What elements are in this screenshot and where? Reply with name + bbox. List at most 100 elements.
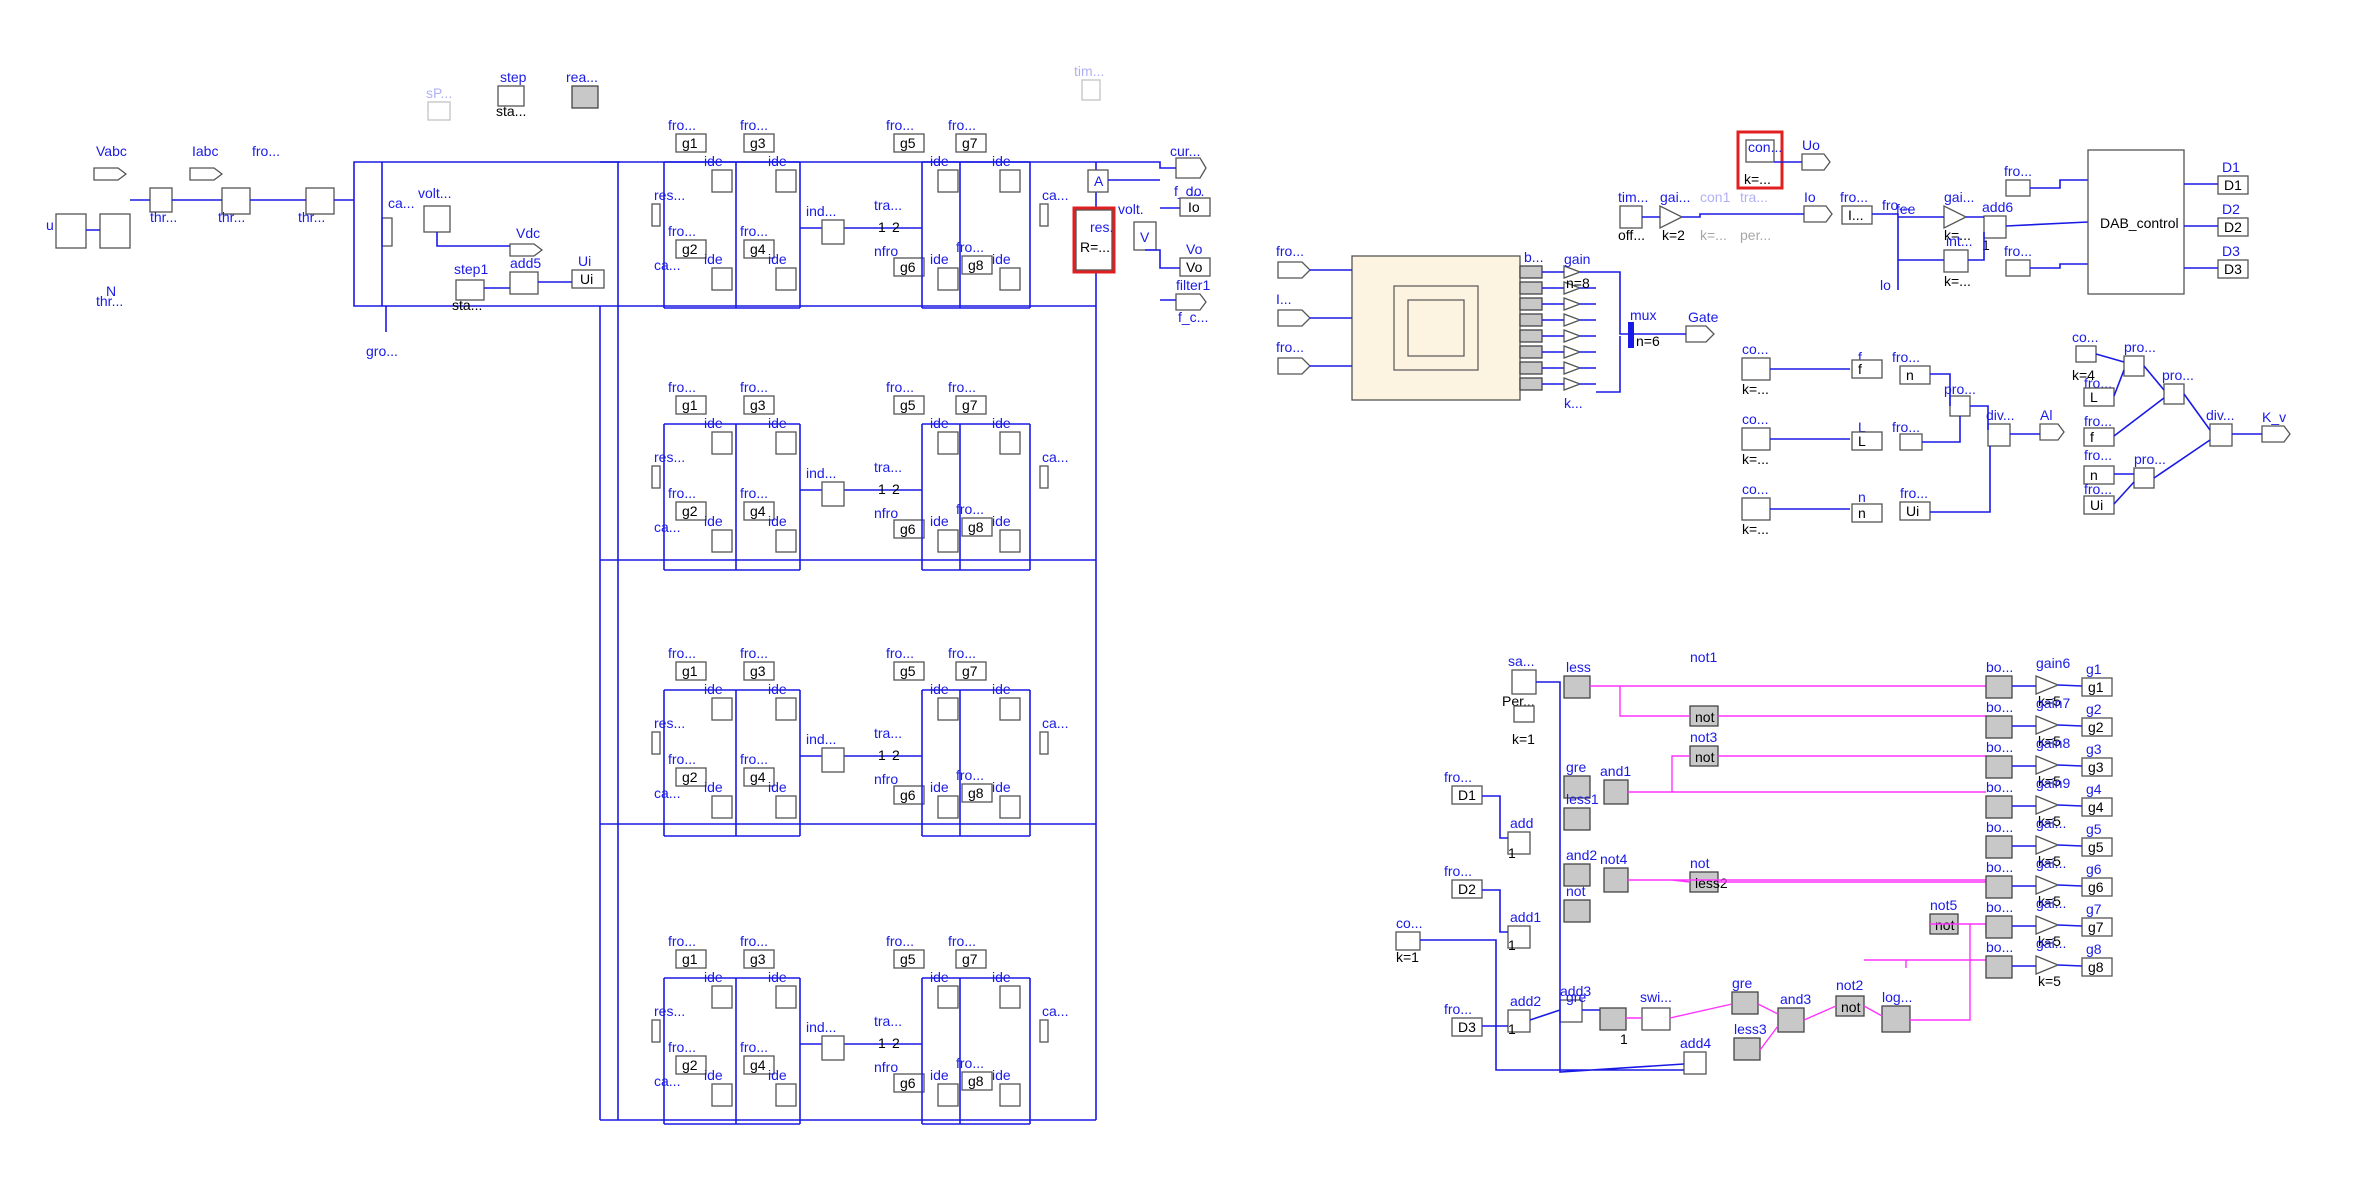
fpga-from-tag[interactable] — [1277, 357, 1311, 375]
f-from-2-box[interactable] — [2083, 427, 2115, 447]
ideal-switch-4[interactable] — [775, 529, 797, 553]
l-goto-box[interactable] — [1851, 431, 1883, 451]
g6-tag-box[interactable] — [893, 1073, 925, 1093]
time-block[interactable] — [1081, 79, 1101, 101]
bool-convert-3[interactable] — [1519, 297, 1543, 311]
bool-block-4[interactable] — [1985, 795, 2013, 819]
ideal-switch-4[interactable] — [775, 1083, 797, 1107]
bool-block-8[interactable] — [1985, 955, 2013, 979]
g4-tag-box[interactable] — [743, 1055, 775, 1075]
ideal-switch-5[interactable] — [937, 985, 959, 1009]
int-block[interactable] — [1943, 249, 1969, 273]
gre-block-3[interactable] — [1599, 1007, 1627, 1031]
const-block-small[interactable] — [1513, 705, 1535, 723]
output-cap[interactable] — [1039, 1019, 1049, 1043]
ideal-switch-3[interactable] — [711, 795, 733, 819]
n-const-block[interactable] — [1741, 497, 1771, 521]
from-block-2[interactable] — [2005, 259, 2031, 277]
ui-goto[interactable] — [571, 269, 605, 289]
ideal-switch-2[interactable] — [775, 169, 797, 193]
g7-tag-box[interactable] — [955, 661, 987, 681]
g8-tag-box[interactable] — [961, 783, 993, 803]
const-block[interactable] — [1745, 139, 1775, 163]
inductor-block[interactable] — [821, 1035, 845, 1061]
snubber-res[interactable] — [651, 731, 661, 755]
dc-capacitor[interactable] — [381, 217, 393, 247]
bool-block-7[interactable] — [1985, 915, 2013, 939]
vdc-sensor[interactable] — [423, 205, 451, 233]
ideal-switch-4[interactable] — [775, 795, 797, 819]
inductor-block[interactable] — [821, 219, 845, 245]
vdc-goto[interactable] — [509, 243, 544, 257]
ideal-switch-8[interactable] — [999, 795, 1021, 819]
gain-tri-4[interactable] — [1563, 313, 1582, 327]
const-k4[interactable] — [2075, 345, 2097, 363]
step-block[interactable] — [497, 85, 525, 107]
bool-convert-5[interactable] — [1519, 329, 1543, 343]
ideal-switch-3[interactable] — [711, 529, 733, 553]
vabc-goto[interactable] — [93, 167, 128, 181]
g5-tag-box[interactable] — [893, 661, 925, 681]
n-goto-box[interactable] — [1851, 503, 1883, 523]
ideal-switch-5[interactable] — [937, 697, 959, 721]
dab-control-block[interactable] — [2087, 149, 2185, 295]
divide-1[interactable] — [1987, 423, 2011, 447]
f-goto-box[interactable] — [1851, 359, 1883, 379]
bool-convert-6[interactable] — [1519, 345, 1543, 359]
ideal-switch-3[interactable] — [711, 267, 733, 291]
vo-goto[interactable] — [1179, 257, 1211, 277]
gain-block-2[interactable] — [2035, 715, 2060, 735]
cur-meter[interactable] — [1175, 157, 1207, 179]
bool-convert-8[interactable] — [1519, 377, 1543, 391]
gain-block-2[interactable] — [1943, 204, 1968, 230]
ideal-switch-7[interactable] — [937, 795, 959, 819]
g-goto-2-box[interactable] — [2081, 717, 2113, 737]
fpga-from-tag[interactable] — [1277, 261, 1311, 279]
g3-tag-box[interactable] — [743, 395, 775, 415]
gre-block-4[interactable] — [1731, 991, 1759, 1015]
g6-tag-box[interactable] — [893, 785, 925, 805]
ui-from-2-box[interactable] — [2083, 495, 2115, 515]
g-goto-8-box[interactable] — [2081, 957, 2113, 977]
ideal-switch-8[interactable] — [999, 529, 1021, 553]
fpga-subsystem-block[interactable] — [1351, 255, 1521, 401]
g7-tag-box[interactable] — [955, 133, 987, 153]
g5-tag-box[interactable] — [893, 133, 925, 153]
comparator-3[interactable] — [1563, 807, 1591, 831]
comparator-2[interactable] — [1563, 775, 1591, 799]
g1-tag-box[interactable] — [675, 949, 707, 969]
snubber-res[interactable] — [651, 203, 661, 227]
ideal-switch-1[interactable] — [711, 697, 733, 721]
g2-tag-box[interactable] — [675, 501, 707, 521]
gain-block-3[interactable] — [2035, 755, 2060, 775]
g2-tag-box[interactable] — [675, 1055, 707, 1075]
g3-tag-box[interactable] — [743, 949, 775, 969]
g1-tag-box[interactable] — [675, 395, 707, 415]
ideal-switch-1[interactable] — [711, 985, 733, 1009]
gain-tri-8[interactable] — [1563, 377, 1582, 391]
fpga-from-tag[interactable] — [1277, 309, 1311, 327]
gain-block-1[interactable] — [2035, 675, 2060, 695]
dab-out-tag-box[interactable] — [2217, 175, 2249, 195]
g4-tag-box[interactable] — [743, 501, 775, 521]
bool-convert-1[interactable] — [1519, 265, 1543, 279]
sawtooth-block[interactable] — [1511, 669, 1537, 695]
ideal-switch-7[interactable] — [937, 1083, 959, 1107]
gain-block-5[interactable] — [2035, 835, 2060, 855]
inductor-block[interactable] — [821, 747, 845, 773]
g5-tag-box[interactable] — [893, 949, 925, 969]
gain-block-6[interactable] — [2035, 875, 2060, 895]
ideal-switch-6[interactable] — [999, 169, 1021, 193]
f-const-block[interactable] — [1741, 357, 1771, 381]
g2-tag-box[interactable] — [675, 767, 707, 787]
inductor-block[interactable] — [821, 481, 845, 507]
step1-block[interactable] — [455, 279, 485, 301]
voltage-source-block[interactable] — [55, 213, 87, 249]
ideal-switch-5[interactable] — [937, 431, 959, 455]
ideal-switch-1[interactable] — [711, 431, 733, 455]
kv-goto[interactable] — [2261, 425, 2291, 443]
res-block[interactable] — [1075, 209, 1113, 271]
output-cap[interactable] — [1039, 465, 1049, 489]
d2-tag-box[interactable] — [1451, 879, 1483, 899]
ideal-switch-8[interactable] — [999, 1083, 1021, 1107]
